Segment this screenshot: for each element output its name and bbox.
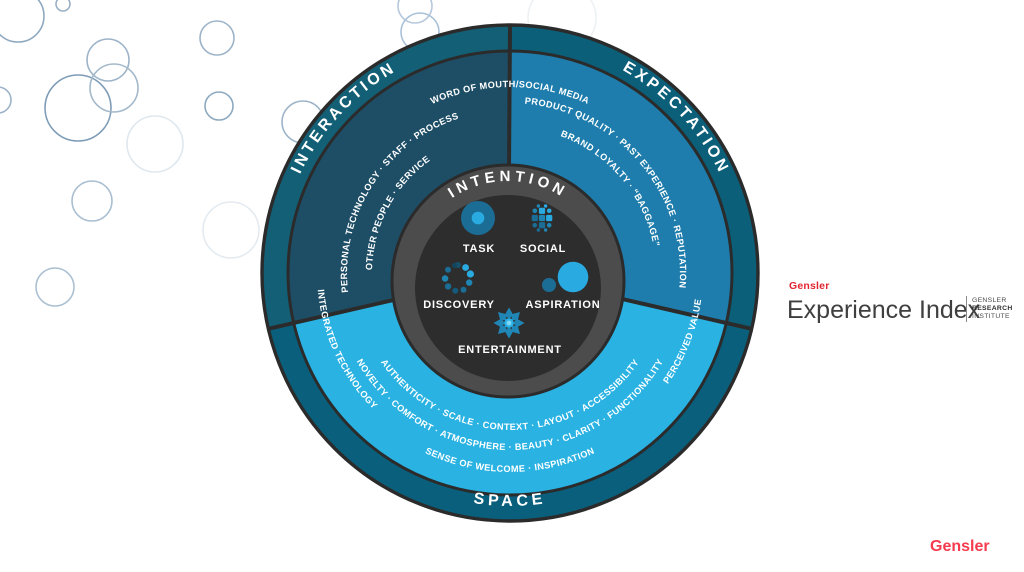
entertainment-label: ENTERTAINMENT <box>458 344 562 356</box>
institute-line-2: RESEARCH <box>972 305 1013 312</box>
bubble <box>202 201 260 259</box>
entertainment-icon <box>493 307 525 339</box>
task-icon <box>461 201 495 235</box>
experience-index-title: Experience Index <box>787 296 981 324</box>
aspiration-label: ASPIRATION <box>525 299 600 311</box>
gensler-footer-logo: Gensler <box>930 538 990 555</box>
task-label: TASK <box>463 243 495 255</box>
space-label: SPACE <box>473 490 544 510</box>
aspiration-icon <box>542 261 589 293</box>
divider-left <box>267 295 404 331</box>
discovery-icon <box>441 262 474 294</box>
institute-line-3: INSTITUTE <box>972 313 1010 320</box>
bubble <box>86 38 130 82</box>
bubble <box>126 115 184 173</box>
intention-circle: INTENTION TASK SOCIAL <box>390 163 626 399</box>
bubble <box>71 180 113 222</box>
bubble <box>204 91 234 121</box>
institute-line-1: GENSLER <box>972 297 1007 304</box>
discovery-label: DISCOVERY <box>423 299 495 311</box>
wheel-outlines <box>260 23 760 523</box>
bubble <box>397 0 433 24</box>
svg-text:SPACE: SPACE <box>473 490 548 510</box>
branding-block: Gensler Experience Index GENSLER RESEARC… <box>787 280 1015 324</box>
social-label: SOCIAL <box>520 243 566 255</box>
bubble <box>0 86 12 114</box>
bubble <box>89 63 139 113</box>
bubble <box>199 20 235 56</box>
gensler-logo-small: Gensler <box>789 280 830 292</box>
bubble <box>35 267 75 307</box>
bubble <box>44 74 112 142</box>
bubble <box>0 0 45 43</box>
social-icon <box>531 204 553 232</box>
divider-top <box>507 24 512 171</box>
divider-right <box>616 295 753 331</box>
intention-core <box>415 195 601 381</box>
research-institute-label: GENSLER RESEARCH INSTITUTE <box>972 297 1015 320</box>
bubble <box>55 0 71 12</box>
